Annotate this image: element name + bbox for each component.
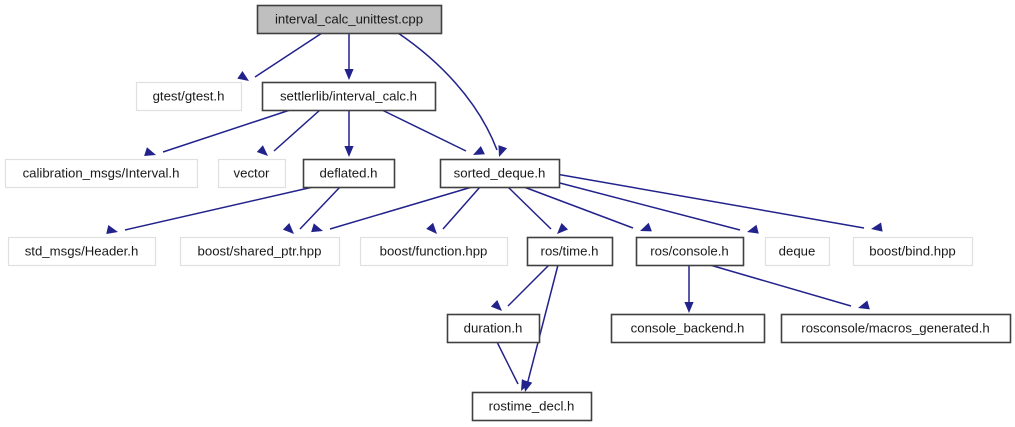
node-calibration-msgs-interval-h[interactable]: calibration_msgs/Interval.h <box>4 158 199 189</box>
node-sorted-deque-h[interactable]: sorted_deque.h <box>439 158 561 189</box>
edge-n10-to-n14 <box>490 264 550 311</box>
node-boost-shared-ptr-hpp[interactable]: boost/shared_ptr.hpp <box>179 236 341 267</box>
node-box[interactable] <box>7 236 157 267</box>
edge-n11-to-n16 <box>709 264 870 310</box>
node-duration-h[interactable]: duration.h <box>446 313 541 344</box>
edge-n6-to-n13 <box>555 173 883 232</box>
node-ros-time-h[interactable]: ros/time.h <box>526 236 614 267</box>
arrowhead <box>684 302 694 313</box>
node-box[interactable] <box>446 313 541 344</box>
node-box[interactable] <box>359 236 509 267</box>
edge-n5-to-n7 <box>106 186 314 235</box>
node-interval-calc-unittest-cpp[interactable]: interval_calc_unittest.cpp <box>256 4 443 35</box>
edge-n2-to-n3 <box>144 109 291 156</box>
node-settlerlib-interval-calc-h[interactable]: settlerlib/interval_calc.h <box>261 81 437 112</box>
arrowhead <box>521 379 531 391</box>
arrowhead <box>282 223 294 234</box>
node-gtest-gtest-h[interactable]: gtest/gtest.h <box>135 81 243 112</box>
arrowhead <box>106 225 118 235</box>
node-console-backend-h[interactable]: console_backend.h <box>610 313 766 344</box>
node-vector[interactable]: vector <box>217 158 287 189</box>
arrowhead <box>311 223 323 233</box>
edge-n5-to-n8 <box>282 186 341 234</box>
edge-layer <box>106 32 883 392</box>
node-ros-console-h[interactable]: ros/console.h <box>635 236 745 267</box>
node-box[interactable] <box>217 158 287 189</box>
node-box[interactable] <box>261 81 437 112</box>
edge-n2-to-n4 <box>256 109 321 156</box>
node-box[interactable] <box>764 236 831 267</box>
edge-n11-to-n15 <box>684 265 694 313</box>
node-rosconsole-macros-generated-h[interactable]: rosconsole/macros_generated.h <box>780 313 1012 344</box>
node-box[interactable] <box>439 158 561 189</box>
node-box[interactable] <box>471 391 593 422</box>
arrowhead <box>344 69 354 80</box>
node-deque[interactable]: deque <box>764 236 831 267</box>
node-box[interactable] <box>4 158 199 189</box>
arrowhead <box>256 145 268 156</box>
arrowhead <box>858 300 870 310</box>
node-rostime-decl-h[interactable]: rostime_decl.h <box>471 391 593 422</box>
arrowhead <box>144 147 156 156</box>
node-box[interactable] <box>526 236 614 267</box>
node-box[interactable] <box>256 4 443 35</box>
node-boost-bind-hpp[interactable]: boost/bind.hpp <box>852 236 974 267</box>
edge-n6-to-n11 <box>523 186 652 232</box>
edge-n2-to-n5 <box>344 110 354 157</box>
edge-n0-to-n6 <box>397 32 508 157</box>
arrowhead <box>490 300 502 311</box>
edge-n0-to-n1 <box>237 32 323 81</box>
node-std-msgs-header-h[interactable]: std_msgs/Header.h <box>7 236 157 267</box>
arrowhead <box>498 145 508 157</box>
edge-n6-to-n9 <box>426 186 481 234</box>
arrowhead <box>344 146 354 157</box>
node-box[interactable] <box>302 158 396 189</box>
node-box[interactable] <box>610 313 766 344</box>
node-box[interactable] <box>780 313 1012 344</box>
arrowhead <box>473 146 485 155</box>
node-box[interactable] <box>852 236 974 267</box>
node-box[interactable] <box>179 236 341 267</box>
node-boost-function-hpp[interactable]: boost/function.hpp <box>359 236 509 267</box>
arrowhead <box>871 222 883 232</box>
node-box[interactable] <box>635 236 745 267</box>
arrowhead <box>426 222 437 234</box>
arrowhead <box>557 222 569 234</box>
edge-n6-to-n8 <box>311 186 473 233</box>
edge-n6-to-n12 <box>555 181 759 234</box>
arrowhead <box>237 71 249 81</box>
node-layer: interval_calc_unittest.cpp gtest/gtest.h s… <box>4 4 1012 422</box>
arrowhead <box>747 224 759 234</box>
edge-n2-to-n6 <box>381 109 485 155</box>
node-deflated-h[interactable]: deflated.h <box>302 158 396 189</box>
arrowhead <box>640 222 652 232</box>
edge-n0-to-n2 <box>344 33 354 80</box>
edge-n6-to-n10 <box>507 186 569 234</box>
edge-n14-to-n17 <box>496 341 531 391</box>
node-box[interactable] <box>135 81 243 112</box>
